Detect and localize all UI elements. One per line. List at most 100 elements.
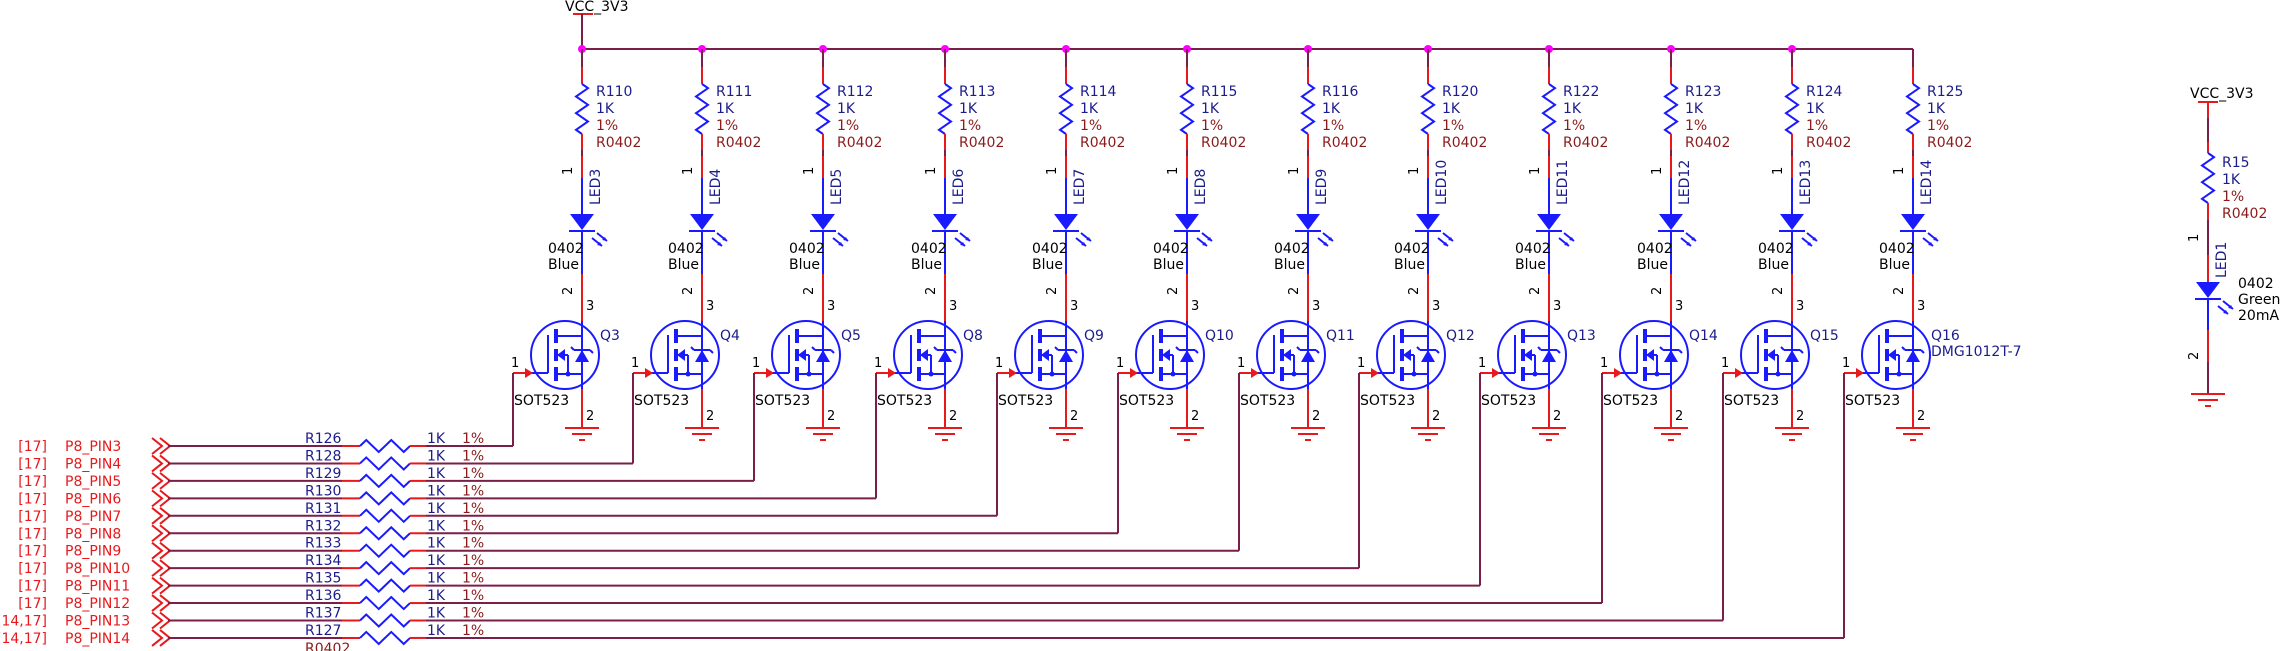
ground-icon	[565, 427, 599, 441]
led-triangle	[933, 214, 957, 230]
indicator-resistor-tolerance: 1%	[2222, 189, 2244, 205]
resistor-value: 1K	[1322, 101, 1341, 117]
gate-resistor-footprint: R0402	[305, 641, 350, 651]
mosfet-designator: Q16	[1931, 328, 1960, 344]
led-pin-2: 2	[1650, 287, 1665, 295]
mosfet-circle	[1619, 320, 1689, 390]
led-color: Blue	[789, 257, 820, 273]
ground-icon	[1170, 427, 1204, 441]
resistor-zigzag	[694, 83, 710, 135]
mosfet-designator: Q11	[1326, 328, 1355, 344]
resistor-designator: R110	[596, 84, 632, 100]
indicator-led-current: 20mA	[2238, 308, 2279, 324]
mosfet-junction	[1411, 371, 1417, 377]
led-triangle	[1175, 214, 1199, 230]
resistor-zigzag	[359, 595, 411, 611]
mosfet-body-arrow	[1041, 349, 1049, 361]
indicator-led-pin-1: 1	[2187, 234, 2202, 242]
led-pin-2: 2	[1287, 287, 1302, 295]
mosfet-junction	[1170, 371, 1176, 377]
mosfet-package: SOT523	[514, 393, 569, 409]
led-designator: LED10	[1434, 160, 1450, 205]
resistor-value: 1K	[1806, 101, 1825, 117]
indicator-resistor-value: 1K	[2222, 172, 2241, 188]
net-label: P8_PIN12	[65, 596, 130, 612]
mosfet-symbol	[513, 320, 600, 390]
gate-resistor-designator: R126	[305, 431, 342, 447]
mosfet-symbol	[1118, 320, 1205, 390]
led-package: 0402	[1879, 241, 1915, 257]
resistor-footprint: R0402	[1563, 135, 1608, 151]
gate-resistor-value: 1K	[427, 571, 446, 587]
gate-pin-arrow	[1371, 368, 1379, 378]
resistor-zigzag	[1058, 83, 1074, 135]
ground-icon	[2191, 393, 2225, 407]
mosfet-junction	[806, 371, 812, 377]
resistor-designator: R112	[837, 84, 873, 100]
mosfet-symbol	[1723, 320, 1810, 390]
resistor-value: 1K	[1685, 101, 1704, 117]
mosfet-body-arrow	[1646, 349, 1654, 361]
gate-resistor-designator: R131	[305, 501, 341, 517]
off-sheet-connector-icon	[151, 629, 172, 647]
led-triangle	[1659, 214, 1683, 230]
ground-icon	[1532, 427, 1566, 441]
mosfet-designator: Q8	[963, 328, 983, 344]
mosfet-circle	[1376, 320, 1446, 390]
gate-resistor-tolerance: 1%	[462, 588, 484, 604]
led-triangle	[1296, 214, 1320, 230]
mosfet-designator: Q13	[1567, 328, 1596, 344]
mosfet-body-diode	[1301, 350, 1315, 362]
gate-pin-arrow	[766, 368, 774, 378]
resistor-tolerance: 1%	[1322, 118, 1344, 134]
resistor-designator: R114	[1080, 84, 1117, 100]
resistor-zigzag	[574, 83, 590, 135]
mosfet-designator: Q9	[1084, 328, 1104, 344]
resistor-footprint: R0402	[1806, 135, 1851, 151]
resistor-value: 1K	[716, 101, 735, 117]
mosfet-junction	[1654, 371, 1660, 377]
led-emission-arrowheads	[1807, 237, 1817, 246]
gate-pin-arrow	[1614, 368, 1622, 378]
led-designator: LED3	[588, 169, 604, 205]
gate-resistor-value: 1K	[427, 623, 446, 639]
resistor-zigzag	[1905, 83, 1921, 135]
led-color: Blue	[1515, 257, 1546, 273]
off-sheet-connector-icon	[151, 489, 172, 508]
led-designator: LED6	[951, 169, 967, 205]
sheet-reference: [17]	[18, 439, 47, 455]
net-label: P8_PIN4	[65, 456, 121, 472]
led-designator: LED11	[1555, 160, 1571, 205]
led-designator: LED9	[1314, 169, 1330, 205]
mosfet-designator: Q5	[841, 328, 861, 344]
off-sheet-connector-icon	[151, 594, 172, 612]
resistor-value: 1K	[837, 101, 856, 117]
mosfet-pin-1: 1	[1357, 356, 1365, 371]
resistor-footprint: R0402	[716, 135, 761, 151]
led-pin-1: 1	[561, 167, 576, 175]
mosfet-package: SOT523	[1603, 393, 1658, 409]
gate-resistor-designator: R132	[305, 518, 341, 534]
mosfet-body-arrow	[1283, 349, 1291, 361]
mosfet-pin-1: 1	[752, 356, 760, 371]
resistor-designator: R113	[959, 84, 995, 100]
mosfet-body-diode	[1906, 350, 1920, 362]
resistor-footprint: R0402	[1927, 135, 1972, 151]
mosfet-diode-bar	[811, 346, 835, 354]
led-symbol	[2195, 282, 2234, 315]
indicator-resistor-footprint: R0402	[2222, 206, 2267, 222]
resistor-zigzag	[1541, 83, 1557, 135]
resistor-designator: R111	[716, 84, 752, 100]
resistor-designator: R125	[1927, 84, 1963, 100]
led-color: Blue	[548, 257, 579, 273]
resistor-designator: R123	[1685, 84, 1721, 100]
mosfet-pin-2: 2	[1070, 409, 1078, 424]
mosfet-pin-1: 1	[1478, 356, 1486, 371]
led-pin-2: 2	[1892, 287, 1907, 295]
mosfet-pin-2: 2	[827, 409, 835, 424]
indicator-led-package: 0402	[2238, 276, 2274, 292]
